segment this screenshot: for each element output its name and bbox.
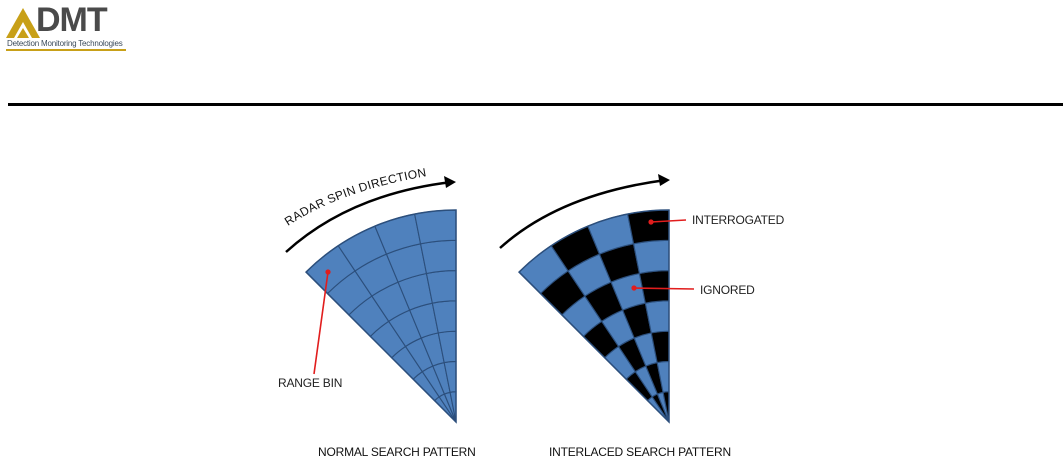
interrogated-cell <box>634 240 669 273</box>
interlaced-pattern-caption: INTERLACED SEARCH PATTERN <box>549 445 731 459</box>
interrogated-label: INTERROGATED <box>692 213 784 227</box>
ignored-label: IGNORED <box>700 283 755 297</box>
range-bin-cell <box>421 240 456 273</box>
ignored-callout-dot <box>631 285 636 290</box>
normal-pattern-sector <box>306 210 456 422</box>
normal-pattern-caption: NORMAL SEARCH PATTERN <box>318 445 476 459</box>
interrogated-callout-dot <box>648 219 653 224</box>
ignored-cell <box>639 271 669 304</box>
range-bin-label: RANGE BIN <box>278 376 342 390</box>
range-bin-cell <box>426 271 456 304</box>
interlaced-pattern-sector <box>519 210 669 422</box>
ignored-cell <box>628 210 669 244</box>
spin-direction-arrowhead-interlaced <box>658 174 670 186</box>
ignored-callout-line <box>634 288 694 289</box>
spin-direction-arrowhead <box>444 176 456 188</box>
range-bin-callout-dot <box>325 269 330 274</box>
range-bin-cell <box>415 210 456 244</box>
